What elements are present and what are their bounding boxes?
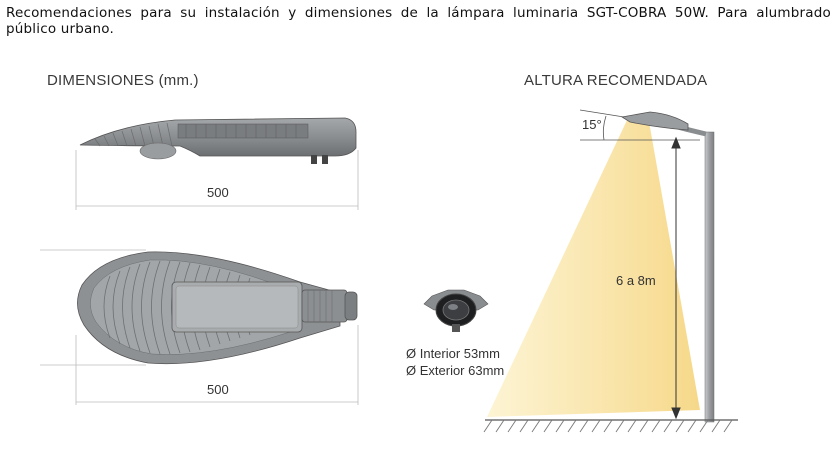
top-view-luminaire xyxy=(77,251,358,365)
side-length-label: 500 xyxy=(207,185,229,200)
side-dimension-lines xyxy=(75,150,359,210)
top-length-label: 500 xyxy=(207,382,229,397)
interior-diameter: Ø Interior 53mm xyxy=(406,346,500,361)
dimensions-heading: DIMENSIONES (mm.) xyxy=(47,72,199,89)
light-beam xyxy=(487,116,700,417)
height-heading: ALTURA RECOMENDADA xyxy=(524,72,708,89)
exterior-diameter: Ø Exterior 63mm xyxy=(406,363,505,378)
height-arrow xyxy=(671,136,681,420)
pipe-fitting-icon xyxy=(423,289,489,332)
intro-text: Recomendaciones para su instalación y di… xyxy=(6,5,831,37)
angle-marker xyxy=(579,109,700,141)
height-range-label: 6 a 8m xyxy=(616,273,656,288)
street-pole xyxy=(620,111,715,423)
side-view-luminaire xyxy=(79,117,357,164)
top-dimension-lines xyxy=(40,249,359,405)
angle-label: 15° xyxy=(582,117,602,132)
ground-line xyxy=(483,419,738,433)
